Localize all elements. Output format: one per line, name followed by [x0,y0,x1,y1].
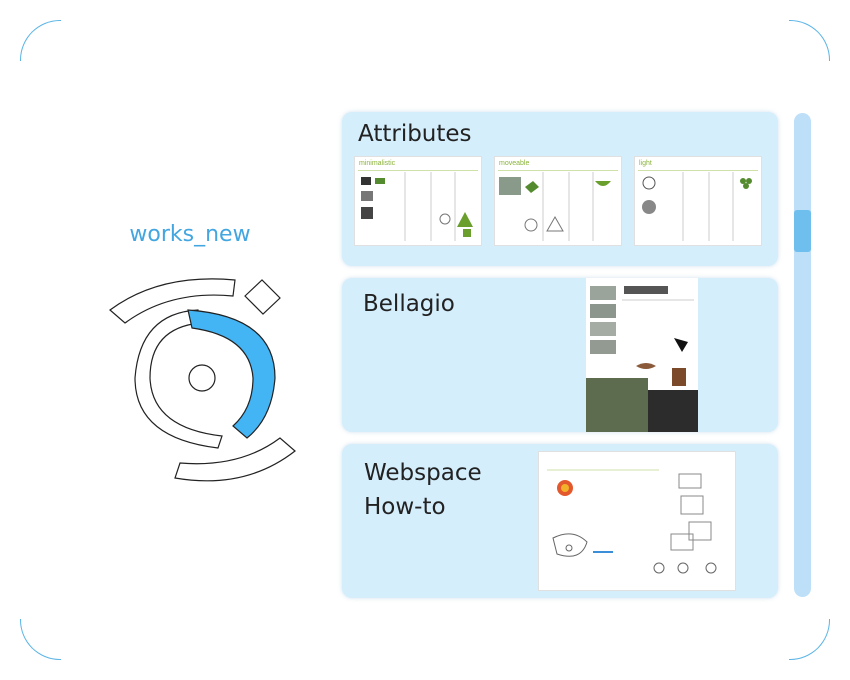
thumbnail-sketch [499,172,611,241]
frame-corner-bottom-left [20,619,61,660]
thumbnail-moveable: moveable [494,156,622,246]
frame-corner-bottom-right [789,619,830,660]
frame-corner-top-left [20,20,61,61]
project-title: Bellagio [363,291,455,317]
scrollbar-track[interactable] [794,113,811,597]
thumbnail-sketch [642,172,752,241]
project-card-webspace-howto[interactable]: Webspace How-to [342,444,778,598]
project-title-line-1: Webspace [364,460,482,486]
frame-corner-top-right [789,20,830,61]
thumbnail-bellagio-board [586,278,698,432]
logo-icon[interactable] [100,268,300,498]
thumbnail-minimalistic: minimalistic [354,156,482,246]
thumbnail-light: light [634,156,762,246]
site-title[interactable]: works_new [129,222,251,247]
project-card-bellagio[interactable]: Bellagio [342,278,778,432]
project-card-attributes[interactable]: Attributes minimalistic moveable [342,112,778,266]
thumbnail-sketch [361,172,473,241]
project-title-line-2: How-to [364,494,446,520]
project-title: Attributes [358,121,472,147]
thumbnail-sketch [586,286,698,432]
thumbnail-sketch [547,469,717,574]
thumbnail-webspace-diagram [538,451,736,591]
scrollbar-thumb[interactable] [794,210,811,252]
